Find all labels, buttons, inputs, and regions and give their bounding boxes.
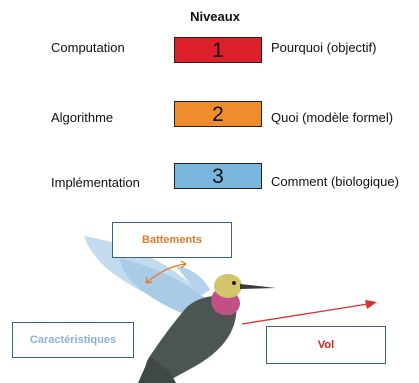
vol-tag: Vol <box>266 326 386 364</box>
bird-eye <box>232 281 236 285</box>
level-2-box: 2 <box>174 101 262 127</box>
levels-title: Niveaux <box>190 9 240 24</box>
flight-arrowhead <box>365 300 377 309</box>
level-1-description: Pourquoi (objectif) <box>271 40 377 55</box>
beat-arrowhead-left <box>145 276 153 284</box>
level-1-label: Computation <box>51 40 125 55</box>
bird-tail <box>138 356 176 383</box>
upper-wing <box>176 266 210 296</box>
level-1-box: 1 <box>174 37 262 63</box>
level-2-description: Quoi (modèle formel) <box>271 110 394 125</box>
level-3-label: Implémentation <box>51 175 140 190</box>
level-2-label: Algorithme <box>51 110 114 125</box>
bird-beak <box>240 284 276 289</box>
front-wing <box>120 258 205 318</box>
bird-body <box>145 295 237 380</box>
bird-head <box>214 274 242 298</box>
beat-arc <box>145 263 187 284</box>
caracteristiques-tag: Caractéristiques <box>12 322 134 358</box>
battements-tag: Battements <box>112 222 232 258</box>
level-3-box: 3 <box>174 163 262 189</box>
beat-arrowhead-right <box>180 260 187 269</box>
level-3-description: Comment (biologique) <box>271 174 399 189</box>
flight-arrow-line <box>241 303 369 325</box>
